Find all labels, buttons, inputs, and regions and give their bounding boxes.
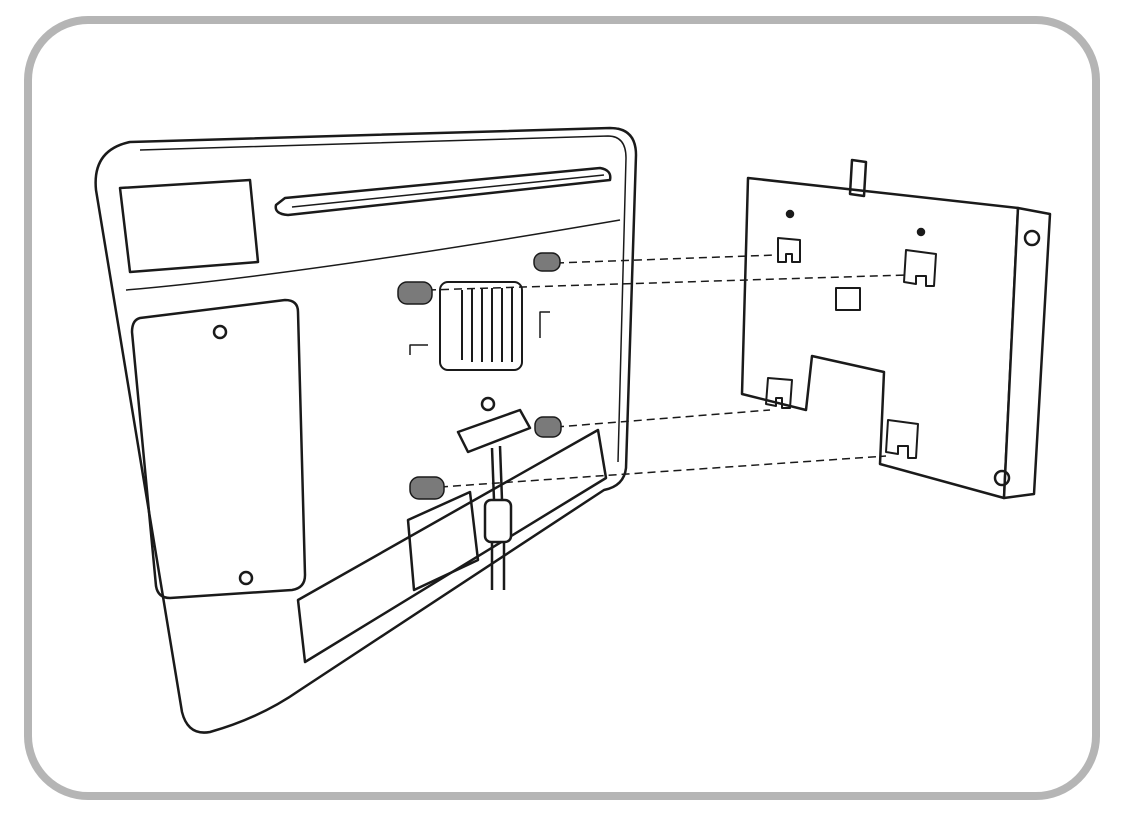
alignment-line bbox=[439, 455, 887, 488]
connector-cover bbox=[406, 490, 480, 592]
vent-grille bbox=[439, 281, 523, 371]
screw-icon bbox=[238, 570, 254, 586]
hole bbox=[785, 209, 795, 219]
label-panel bbox=[118, 178, 260, 274]
wall-bracket-plate bbox=[740, 176, 1020, 500]
rounded-frame bbox=[24, 16, 1100, 800]
hole bbox=[916, 227, 926, 237]
side-compartment bbox=[130, 298, 307, 600]
bracket-tab bbox=[848, 158, 868, 198]
alignment-line bbox=[555, 409, 771, 428]
alignment-line bbox=[427, 274, 907, 291]
handle-groove bbox=[291, 174, 605, 208]
top-band bbox=[125, 219, 621, 291]
corner-mark bbox=[539, 311, 550, 338]
screw-icon bbox=[1023, 229, 1041, 247]
bracket-flange bbox=[1002, 206, 1052, 500]
monitor-inner-edge bbox=[139, 135, 627, 463]
alignment-lines bbox=[427, 254, 907, 488]
corner-mark bbox=[409, 344, 428, 355]
connector-strip bbox=[296, 428, 608, 664]
mounting-pad bbox=[409, 476, 445, 500]
security-lock bbox=[456, 396, 532, 590]
mounting-pad bbox=[533, 252, 561, 272]
handle-slot bbox=[274, 166, 612, 217]
mounting-pad bbox=[397, 281, 433, 305]
mounting-pads bbox=[397, 252, 562, 500]
screw-icon bbox=[212, 324, 228, 340]
keyhole-slots bbox=[765, 237, 937, 459]
screw-icon bbox=[993, 469, 1011, 487]
alignment-line bbox=[555, 254, 777, 264]
mounting-pad bbox=[534, 416, 562, 438]
